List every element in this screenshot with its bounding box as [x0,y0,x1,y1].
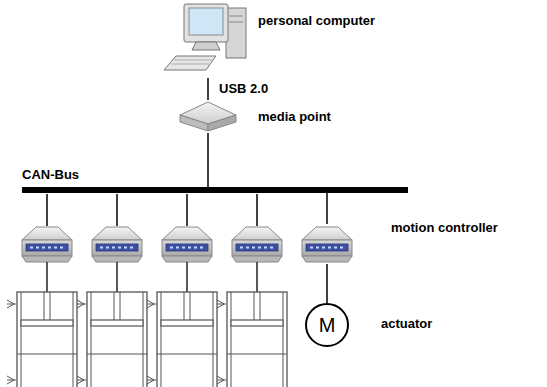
cylinder-symbol [147,292,217,387]
bus-wire [326,193,328,224]
node-label: personal computer [258,14,375,29]
controller-icon [22,227,72,262]
controller-icon [232,227,282,262]
bus-wire [207,133,209,187]
cylinder-symbol [7,292,77,387]
motor-symbol: M [319,314,336,337]
node-label: actuator [381,317,432,332]
computer-icon [164,4,246,70]
controller-icon [92,227,142,262]
bus-label: CAN-Bus [22,168,79,183]
controller-icon [162,227,212,262]
cylinder-symbol [77,292,147,387]
edge-label: USB 2.0 [218,81,269,96]
bus-wire [326,264,328,303]
node-label: motion controller [391,221,498,236]
cylinder-symbol [217,292,287,387]
motor-circle: Mactuator [305,303,349,347]
media-point-node: media point [178,100,238,133]
controller-icon [302,227,352,262]
controller-node: motion controller [297,224,357,264]
bus-wire [207,78,209,100]
node-label: media point [258,110,331,125]
bus-band: CAN-Bus [22,187,408,193]
bus-drop [47,194,257,226]
cylinder-link [47,262,257,292]
media-point-icon [180,102,236,131]
computer-node: personal computer [165,2,250,78]
